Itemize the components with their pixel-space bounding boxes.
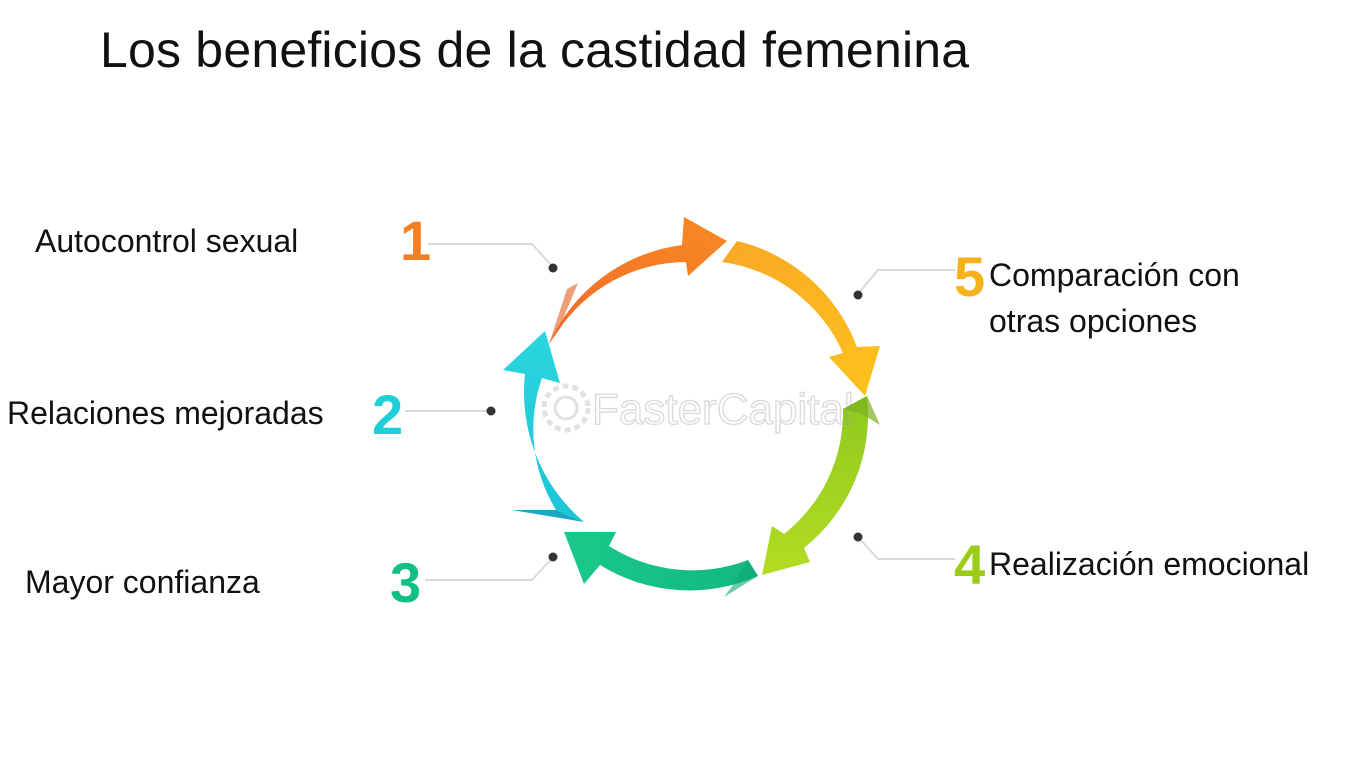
connector-3 xyxy=(425,556,554,581)
step-label-comparacion-line1: Comparación con xyxy=(989,257,1240,293)
step-number-4: 4 xyxy=(954,533,986,596)
step-label-confianza: Mayor confianza xyxy=(25,564,260,600)
step-number-1: 1 xyxy=(400,209,432,272)
gear-icon xyxy=(541,383,591,433)
connector-dot-5 xyxy=(853,290,863,300)
cycle-arrow-green xyxy=(762,396,880,575)
connector-4 xyxy=(857,536,955,560)
connector-dot-1 xyxy=(548,263,558,273)
connector-dots xyxy=(486,263,863,562)
connector-5 xyxy=(857,269,955,295)
step-label-relaciones: Relaciones mejoradas xyxy=(7,395,324,431)
cycle-arrow-orange xyxy=(549,217,727,344)
watermark-text: FasterCapital xyxy=(592,385,854,434)
step-label-comparacion-line2: otras opciones xyxy=(989,303,1198,340)
step-label-autocontrol: Autocontrol sexual xyxy=(35,223,299,259)
step-label-comparacion: Comparación con otras opciones xyxy=(989,252,1240,345)
cycle-arrow-teal xyxy=(564,532,758,597)
step-number-5: 5 xyxy=(954,245,986,308)
cycle-arrow-yellow xyxy=(722,241,880,396)
connector-dot-3 xyxy=(548,552,558,562)
fastercapital-watermark: FasterCapital xyxy=(541,383,854,435)
connector-dot-2 xyxy=(486,406,496,416)
step-number-3: 3 xyxy=(390,551,422,614)
connector-lines xyxy=(405,243,955,581)
connector-dot-4 xyxy=(853,532,863,542)
cycle-arrow-cyan xyxy=(503,331,584,522)
connector-1 xyxy=(428,243,554,268)
page-title: Los beneficios de la castidad femenina xyxy=(100,22,970,78)
step-number-2: 2 xyxy=(372,383,404,446)
step-label-realizacion: Realización emocional xyxy=(989,546,1310,582)
